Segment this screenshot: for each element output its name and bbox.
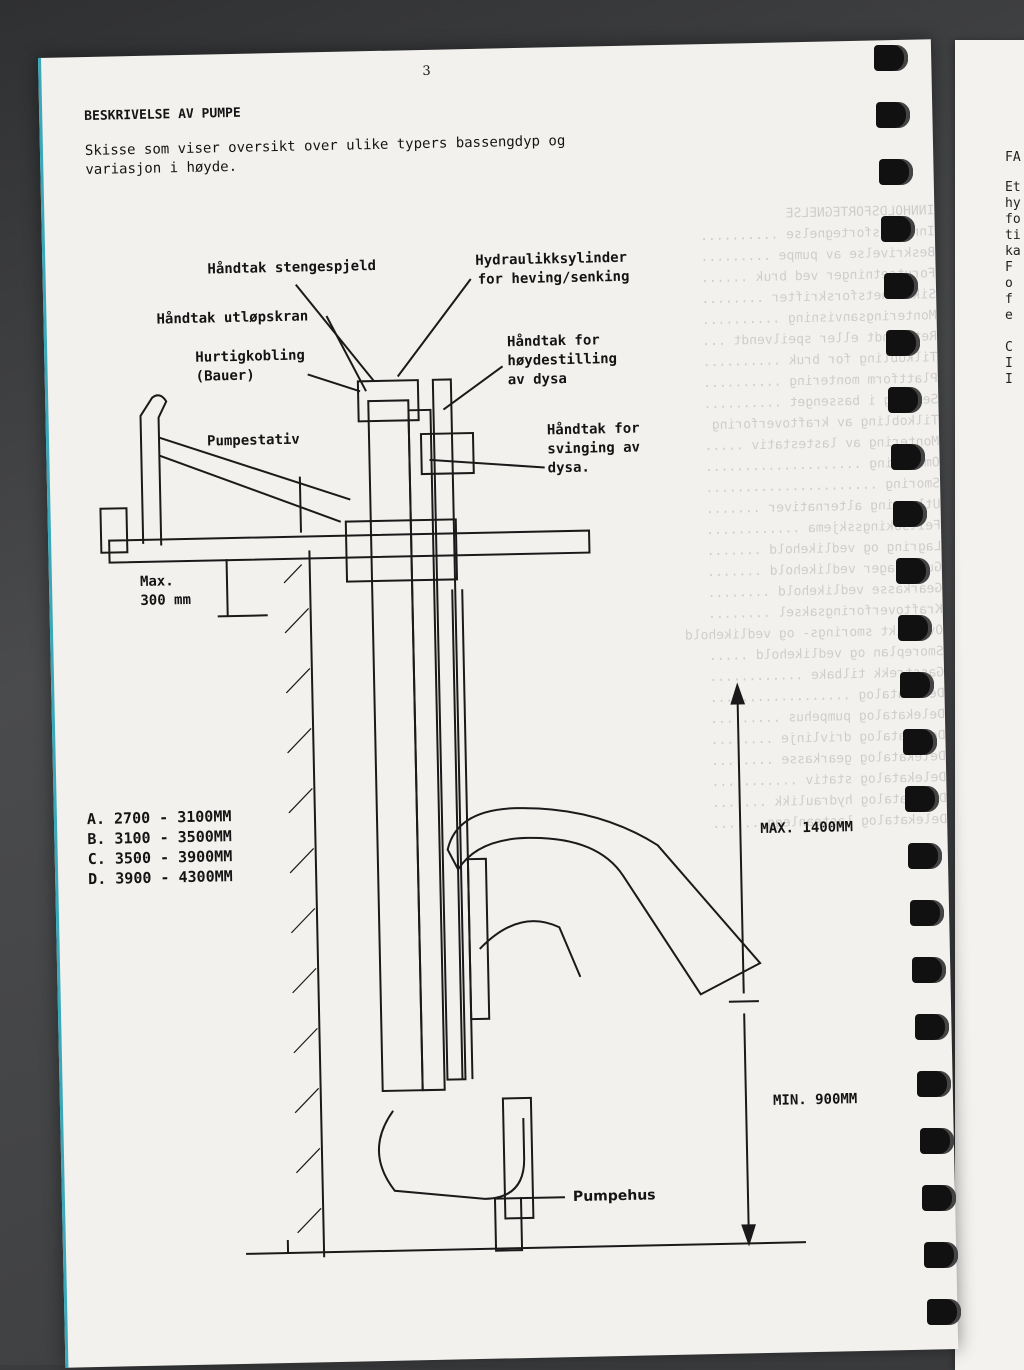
binding-ring (891, 444, 925, 470)
binding-ring (879, 159, 913, 185)
label-max: Max. (140, 572, 174, 592)
binding-ring (905, 786, 939, 812)
label-hoydestilling-2: høydestilling (507, 350, 617, 371)
next-page-line: ti (1005, 228, 1021, 243)
next-page-line: F (1005, 260, 1013, 275)
next-page-line: Et (1005, 180, 1021, 195)
next-page-line: fo (1005, 212, 1021, 227)
binding-ring (922, 1185, 956, 1211)
depth-table: A. 2700 - 3100MM B. 3100 - 3500MM C. 350… (87, 806, 233, 889)
depth-row-d: D. 3900 - 4300MM (88, 866, 233, 889)
next-page-line: ka (1005, 244, 1021, 259)
next-page-line: I (1005, 372, 1013, 387)
binding-ring (915, 1014, 949, 1040)
binding-ring (920, 1128, 954, 1154)
label-min-900mm: MIN. 900MM (773, 1090, 858, 1111)
next-page-line: FA (1005, 150, 1021, 165)
label-hurtigkobling: Hurtigkobling (195, 346, 305, 367)
label-svinging: Håndtak for (547, 419, 640, 440)
next-page-line: f (1005, 292, 1013, 307)
binding-ring (898, 615, 932, 641)
binding-ring (927, 1299, 961, 1325)
binding-ring (884, 273, 918, 299)
label-pumpehus: Pumpehus (573, 1186, 656, 1207)
label-handtak-utlopskran: Håndtak utløpskran (156, 307, 308, 329)
label-max-300mm: 300 mm (140, 591, 191, 611)
next-page-line: I (1005, 356, 1013, 371)
next-page: FA Et hy fo ti ka F o f e C I I (955, 40, 1024, 1370)
next-page-line: C (1005, 340, 1013, 355)
binding-ring (910, 900, 944, 926)
binding-ring (896, 558, 930, 584)
next-page-line: hy (1005, 196, 1021, 211)
binding-ring (893, 501, 927, 527)
label-svinging-2: svinging av (547, 438, 640, 459)
binding-ring (917, 1071, 951, 1097)
binding-ring (888, 387, 922, 413)
manual-page: INNHOLDSFORTEGNELSE Innholdsfortegnelse … (38, 39, 958, 1367)
pump-diagram (41, 39, 958, 1367)
binding-ring (924, 1242, 958, 1268)
binding-ring (908, 843, 942, 869)
next-page-line: o (1005, 276, 1013, 291)
binding-ring (876, 102, 910, 128)
binding-ring (881, 216, 915, 242)
label-svinging-3: dysa. (548, 459, 591, 479)
binding-ring (886, 330, 920, 356)
binding-ring (900, 672, 934, 698)
label-hydraulikksylinder-2: for heving/senking (478, 268, 630, 290)
next-page-line: e (1005, 308, 1013, 323)
label-handtak-stengespjeld: Håndtak stengespjeld (207, 257, 376, 280)
binding-ring (903, 729, 937, 755)
label-hoydestilling-3: av dysa (508, 370, 567, 390)
label-max-1400mm: MAX. 1400MM (760, 818, 853, 839)
label-hoydestilling: Håndtak for (507, 331, 600, 352)
binding-ring (874, 45, 908, 71)
label-hurtigkobling-2: (Bauer) (196, 367, 255, 387)
binding-ring (912, 957, 946, 983)
label-pumpestativ: Pumpestativ (207, 431, 300, 452)
